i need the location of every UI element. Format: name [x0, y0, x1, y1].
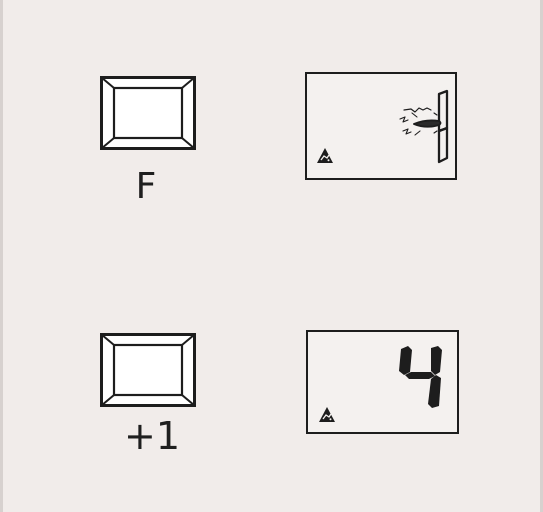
- seven-segment-digit: 4: [395, 344, 445, 410]
- f-key[interactable]: [100, 76, 196, 150]
- count-display: 4: [306, 330, 459, 434]
- warning-icon: [317, 405, 337, 425]
- bridge-display: [305, 72, 457, 180]
- plus-one-key[interactable]: [100, 333, 196, 407]
- f-key-label: F: [124, 169, 168, 205]
- warning-icon: [315, 146, 335, 166]
- left-edge: [0, 0, 3, 512]
- bridge-icon: [391, 86, 455, 164]
- plus-one-key-label: +1: [120, 417, 184, 455]
